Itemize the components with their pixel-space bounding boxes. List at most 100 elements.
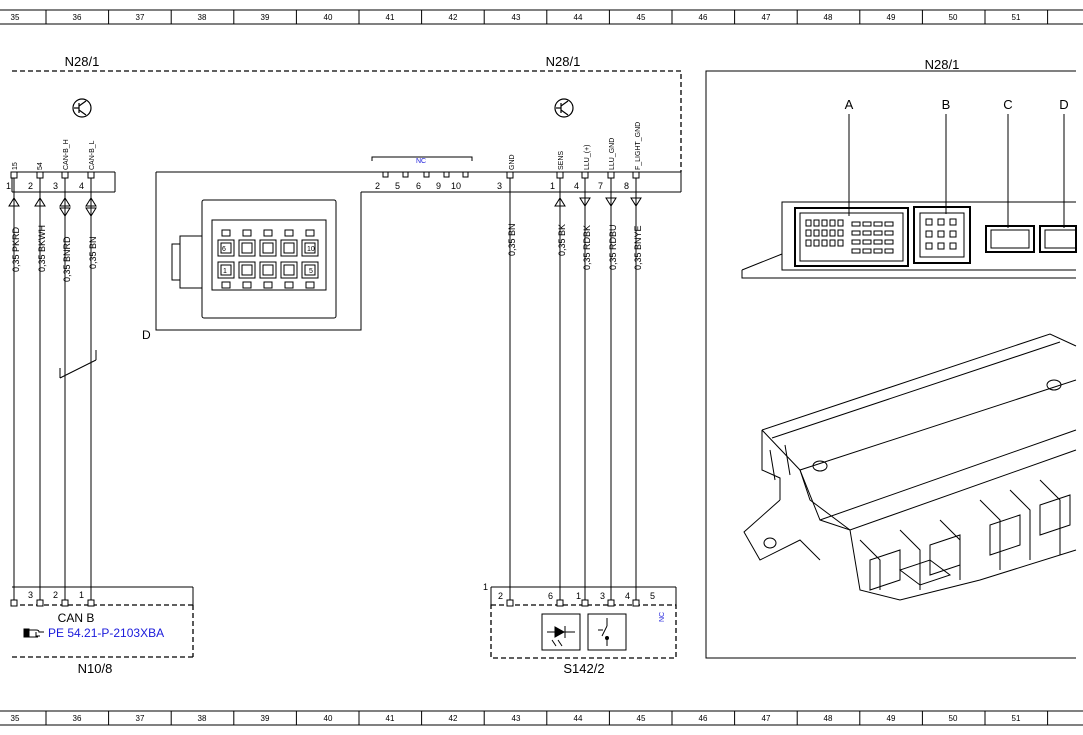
ruler-number: 51: [1012, 714, 1021, 723]
housing-illustration: [743, 333, 1077, 601]
connector-a-pin: [813, 229, 820, 237]
connector-cell-inner: [220, 242, 232, 254]
connector-a-pin: [862, 248, 872, 254]
wire-label: 0,35 BNYE: [633, 225, 643, 270]
photodiode-icon: [541, 613, 581, 651]
wire-arrow-icon: [554, 197, 642, 207]
s142-module: 2 6 1 3 4 5 NC: [490, 586, 677, 659]
connector-a-pin: [805, 219, 812, 227]
connector-cell-inner: [262, 242, 274, 254]
photo-leader-lines: [848, 114, 1065, 228]
ruler-number: 36: [73, 13, 82, 22]
connector-b-pin: [937, 218, 945, 226]
ruler-number: 35: [11, 714, 20, 723]
wire-label: 0,35 RDBU: [608, 224, 618, 270]
connector-a-pin: [873, 248, 883, 254]
ruler-number: 35: [11, 13, 20, 22]
transistor-icon: [72, 98, 92, 118]
connector-b-pin: [949, 218, 957, 226]
center-pin-group: GND SENS LLU_(+) LLU_GND F_LIGHT_GND 3 1…: [497, 122, 643, 605]
pin-number: 2: [28, 181, 33, 191]
connector-cell: [259, 239, 277, 257]
wire-label: 0,35 BNRD: [62, 236, 72, 282]
connector-a-pin: [851, 221, 861, 227]
connector-a-pin: [837, 219, 844, 227]
pin-number: 5: [395, 181, 400, 191]
connector-a-pin: [884, 230, 894, 236]
pin-signal-label: 15: [12, 162, 19, 170]
photo-connector-label: B: [942, 97, 951, 112]
connector-a-pin: [862, 239, 872, 245]
left-pin-group: 15 54 CAN-B_H CAN-B_L 1 2 3 4: [6, 139, 98, 605]
ruler-number: 41: [386, 13, 395, 22]
connector-cell-inner: [241, 242, 253, 254]
pin-signal-label: F_LIGHT_GND: [635, 122, 642, 170]
pin-number: 2: [375, 181, 380, 191]
connector-cell: [238, 261, 256, 279]
n28-module-outline: [11, 70, 682, 193]
ruler-number: 38: [198, 13, 207, 22]
connector-latch: [221, 281, 231, 289]
wire-label: 0,35 BK: [557, 224, 567, 256]
connector-a-pin: [873, 239, 883, 245]
pin-signal-label: LLU_(+): [584, 145, 591, 170]
connector-cell-inner: [283, 264, 295, 276]
s142-marker: 1: [483, 582, 488, 592]
s142-label: S142/2: [563, 661, 604, 676]
connector-b-pin: [925, 230, 933, 238]
connector-latch: [284, 229, 294, 237]
connector-cell-number: 1: [223, 268, 227, 275]
s142-nc-label: NC: [659, 612, 666, 622]
wire-label: 0,35 RDBK: [582, 225, 592, 270]
connector-latch: [263, 229, 273, 237]
connector-a-pin: [829, 239, 836, 247]
connector-cell-inner: [283, 242, 295, 254]
wire-label: 0,35 BKWH: [37, 225, 47, 272]
wire-label: 0,35 PKRD: [11, 226, 21, 272]
connector-cell-inner: [241, 264, 253, 276]
ruler-number: 38: [198, 714, 207, 723]
connector-a-pin: [821, 239, 828, 247]
pin-signal-label: CAN-B_L: [89, 140, 96, 170]
connector-a-pin: [813, 239, 820, 247]
pin-number: 5: [650, 591, 655, 601]
connector-b-pin: [949, 230, 957, 238]
pin-number: 10: [451, 181, 461, 191]
n28-center-label: N28/1: [546, 54, 581, 69]
ruler-number: 48: [824, 13, 833, 22]
pin-signal-label: SENS: [558, 151, 565, 170]
pin-number: 1: [6, 181, 11, 191]
pin-number: 9: [436, 181, 441, 191]
ruler-number: 47: [762, 13, 771, 22]
connector-b-pin: [937, 230, 945, 238]
n28-left-label: N28/1: [65, 54, 100, 69]
pin-number: 4: [625, 591, 630, 601]
connector-b-pin: [925, 242, 933, 250]
ruler-number: 45: [637, 714, 646, 723]
ruler-number: 43: [512, 714, 521, 723]
pin-number: 7: [598, 181, 603, 191]
ruler-number: 49: [887, 714, 896, 723]
connector-d-label: D: [142, 328, 151, 342]
ruler-number: 41: [386, 714, 395, 723]
pin-number: 6: [416, 181, 421, 191]
connector-face-illustration: [741, 201, 1077, 279]
module-photo-panel: [705, 70, 1076, 659]
pin-number: 3: [28, 590, 33, 600]
top-ruler: 35 36 37 38 39 40 41 42 43 44 45 46 47 4…: [0, 9, 1083, 25]
connector-a-pin: [851, 230, 861, 236]
pin-number: 1: [79, 590, 84, 600]
connector-cell: [259, 261, 277, 279]
n10-reference-link[interactable]: PE 54.21-P-2103XBA: [48, 626, 164, 640]
connector-b-pin: [925, 218, 933, 226]
ruler-number: 39: [261, 714, 270, 723]
connector-a-pin: [805, 239, 812, 247]
connector-b-pin: [949, 242, 957, 250]
connector-a-pin: [884, 248, 894, 254]
pin-signal-label: 54: [37, 162, 44, 170]
connector-latch: [242, 229, 252, 237]
connector-a-pin: [862, 221, 872, 227]
wire-label: 0,35 BN: [88, 236, 98, 269]
connector-d: [155, 172, 362, 331]
